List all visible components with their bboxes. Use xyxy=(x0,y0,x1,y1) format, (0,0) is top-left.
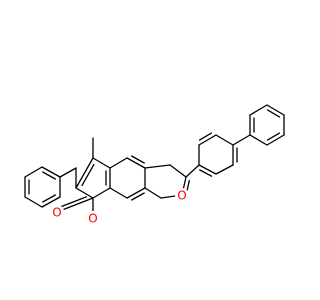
bond-Q-J xyxy=(109,157,128,169)
bond-G-H xyxy=(75,187,94,199)
bond-double-G-K xyxy=(81,163,95,187)
bond-W-X xyxy=(198,164,217,175)
bond-double-AA-AB xyxy=(198,132,213,141)
bond-double-AG-AH xyxy=(266,132,281,141)
bond-AG-AH xyxy=(266,134,285,146)
bond-V-N xyxy=(144,164,171,169)
bond-X-Y xyxy=(215,164,234,175)
bond-double-W-X xyxy=(199,169,213,177)
bond-U-W xyxy=(185,164,200,178)
bond-I-H xyxy=(92,187,111,199)
oxygen-label-carbonyl: O xyxy=(52,206,61,220)
bond-F-A xyxy=(24,196,43,208)
bond-double-E-F xyxy=(42,194,57,203)
bond-double-AE-AF xyxy=(266,109,281,118)
bond-double-L-M xyxy=(130,192,145,201)
bond-B-C xyxy=(24,166,43,178)
bond-AD-AE xyxy=(249,104,268,116)
oxygen-label-lactone: O xyxy=(88,212,97,226)
bond-double-carbonyl xyxy=(60,196,87,208)
bond-N-Q xyxy=(126,157,146,169)
bond-C-D xyxy=(41,166,61,178)
bond-E-F xyxy=(41,196,61,208)
bond-L-M xyxy=(126,187,146,199)
label-backdrop xyxy=(50,205,64,219)
bond-AA-AB xyxy=(198,134,217,146)
bond-Z-AA xyxy=(215,134,234,146)
bonds-layer xyxy=(24,104,285,225)
bond-AH-AC xyxy=(249,134,268,146)
atom-labels-layer: O O O xyxy=(52,189,186,226)
label-backdrop xyxy=(175,188,189,202)
bond-D-CH2 xyxy=(59,167,77,178)
bond-double-N-Q xyxy=(130,155,145,164)
bond-double-C-D xyxy=(42,171,57,180)
oxygen-label-furan: O xyxy=(177,189,186,203)
bond-AE-AF xyxy=(266,104,285,116)
bond-I-L xyxy=(109,187,128,199)
bond-M-R xyxy=(144,187,162,199)
bond-U-V xyxy=(169,164,187,178)
bond-G-K xyxy=(75,157,94,189)
molecule-diagram: O O O xyxy=(24,104,285,226)
bond-Z-AC xyxy=(232,134,251,146)
bond-K-J xyxy=(92,157,111,169)
label-backdrop xyxy=(86,211,100,225)
